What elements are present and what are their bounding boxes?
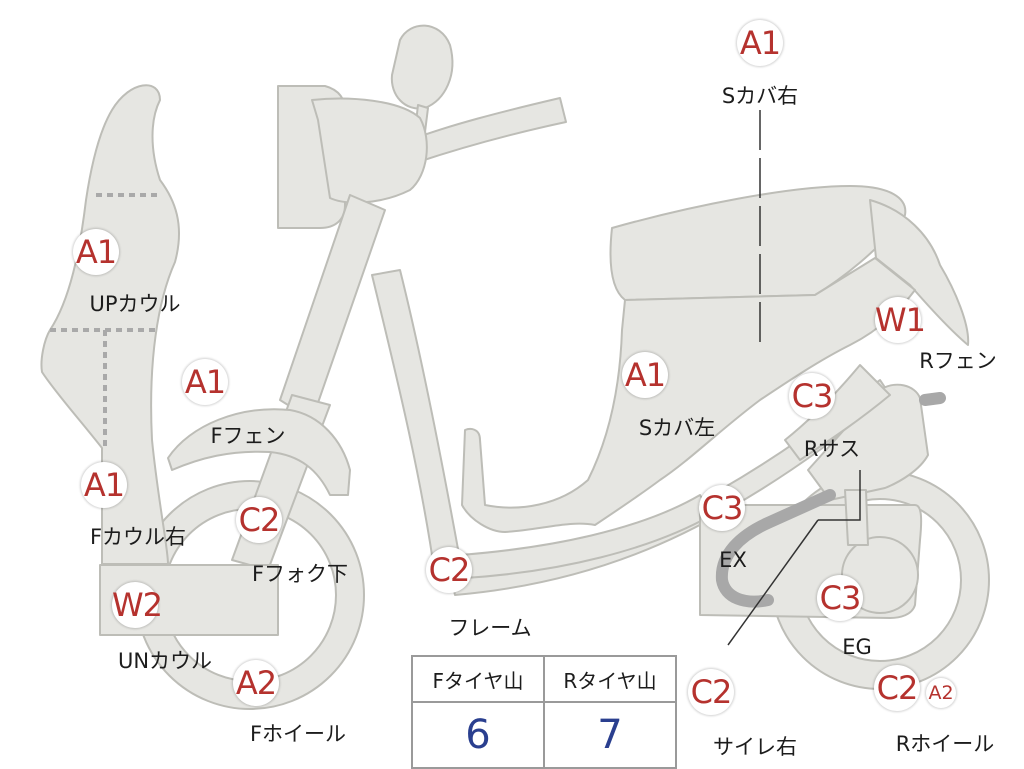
exhaust-pipe (715, 489, 836, 608)
side-cover (461, 257, 916, 533)
handle-cover (311, 97, 428, 204)
front-tire-tread-value: 6 (411, 701, 545, 769)
seat (609, 185, 907, 301)
mirror (390, 24, 454, 110)
grade-badge-f-fork-lower[interactable]: C2 (236, 497, 282, 543)
front-cowl (40, 84, 181, 565)
part-label-un-cowl: UNカウル (117, 649, 213, 673)
part-label-r-fender: Rフェン (919, 349, 997, 373)
rear-cowl (869, 199, 970, 346)
part-label-f-cowl-right: Fカウル右 (89, 525, 187, 549)
grade-badge-un-cowl[interactable]: W2 (112, 582, 163, 628)
grade-badge-exhaust[interactable]: C3 (699, 485, 745, 531)
part-label-silencer-right: サイレ右 (713, 735, 797, 759)
rear-suspension (807, 383, 929, 501)
part-label-engine: EG (842, 635, 872, 659)
grade-badge-s-cover-left[interactable]: A1 (622, 352, 668, 398)
grade-badge-r-suspension[interactable]: C3 (789, 373, 835, 419)
part-label-f-wheel: Fホイール (249, 722, 347, 746)
grade-badge-s-cover-right[interactable]: A1 (737, 20, 783, 66)
front-tire-tread-header: Fタイヤ山 (411, 655, 545, 703)
grade-badge-r-wheel[interactable]: C2 (874, 665, 920, 711)
down-tube (371, 269, 461, 576)
part-label-f-fork-lower: Fフォク下 (251, 562, 349, 586)
grade-badge-f-cowl-right[interactable]: A1 (81, 462, 127, 508)
grade-badge-silencer-right[interactable]: C2 (688, 669, 734, 715)
grade-badge-frame[interactable]: C2 (426, 547, 472, 593)
part-label-up-cowl: UPカウル (89, 292, 181, 316)
part-label-s-cover-left: Sカバ左 (638, 416, 716, 440)
grade-badge-r-fender[interactable]: W1 (875, 297, 926, 343)
grade-badge-r-wheel-extra[interactable]: A2 (926, 678, 956, 708)
grade-badge-engine[interactable]: C3 (817, 575, 863, 621)
grade-badge-f-wheel[interactable]: A2 (233, 660, 279, 706)
part-label-s-cover-right: Sカバ右 (721, 84, 799, 108)
rear-guard (784, 364, 891, 461)
part-label-f-fender: Fフェン (210, 424, 286, 448)
tire-tread-table: Fタイヤ山 Rタイヤ山 6 7 (411, 655, 677, 769)
rear-tire-tread-value: 7 (543, 701, 677, 769)
grade-badge-f-fender[interactable]: A1 (182, 359, 228, 405)
grade-badge-up-cowl[interactable]: A1 (73, 229, 119, 275)
part-label-frame: フレーム (448, 616, 532, 640)
front-fender (167, 408, 351, 496)
part-label-r-suspension: Rサス (803, 437, 861, 461)
part-label-r-wheel: Rホイール (895, 732, 995, 756)
part-label-exhaust: EX (719, 548, 747, 572)
handlebar (409, 97, 567, 163)
rear-tire-tread-header: Rタイヤ山 (543, 655, 677, 703)
